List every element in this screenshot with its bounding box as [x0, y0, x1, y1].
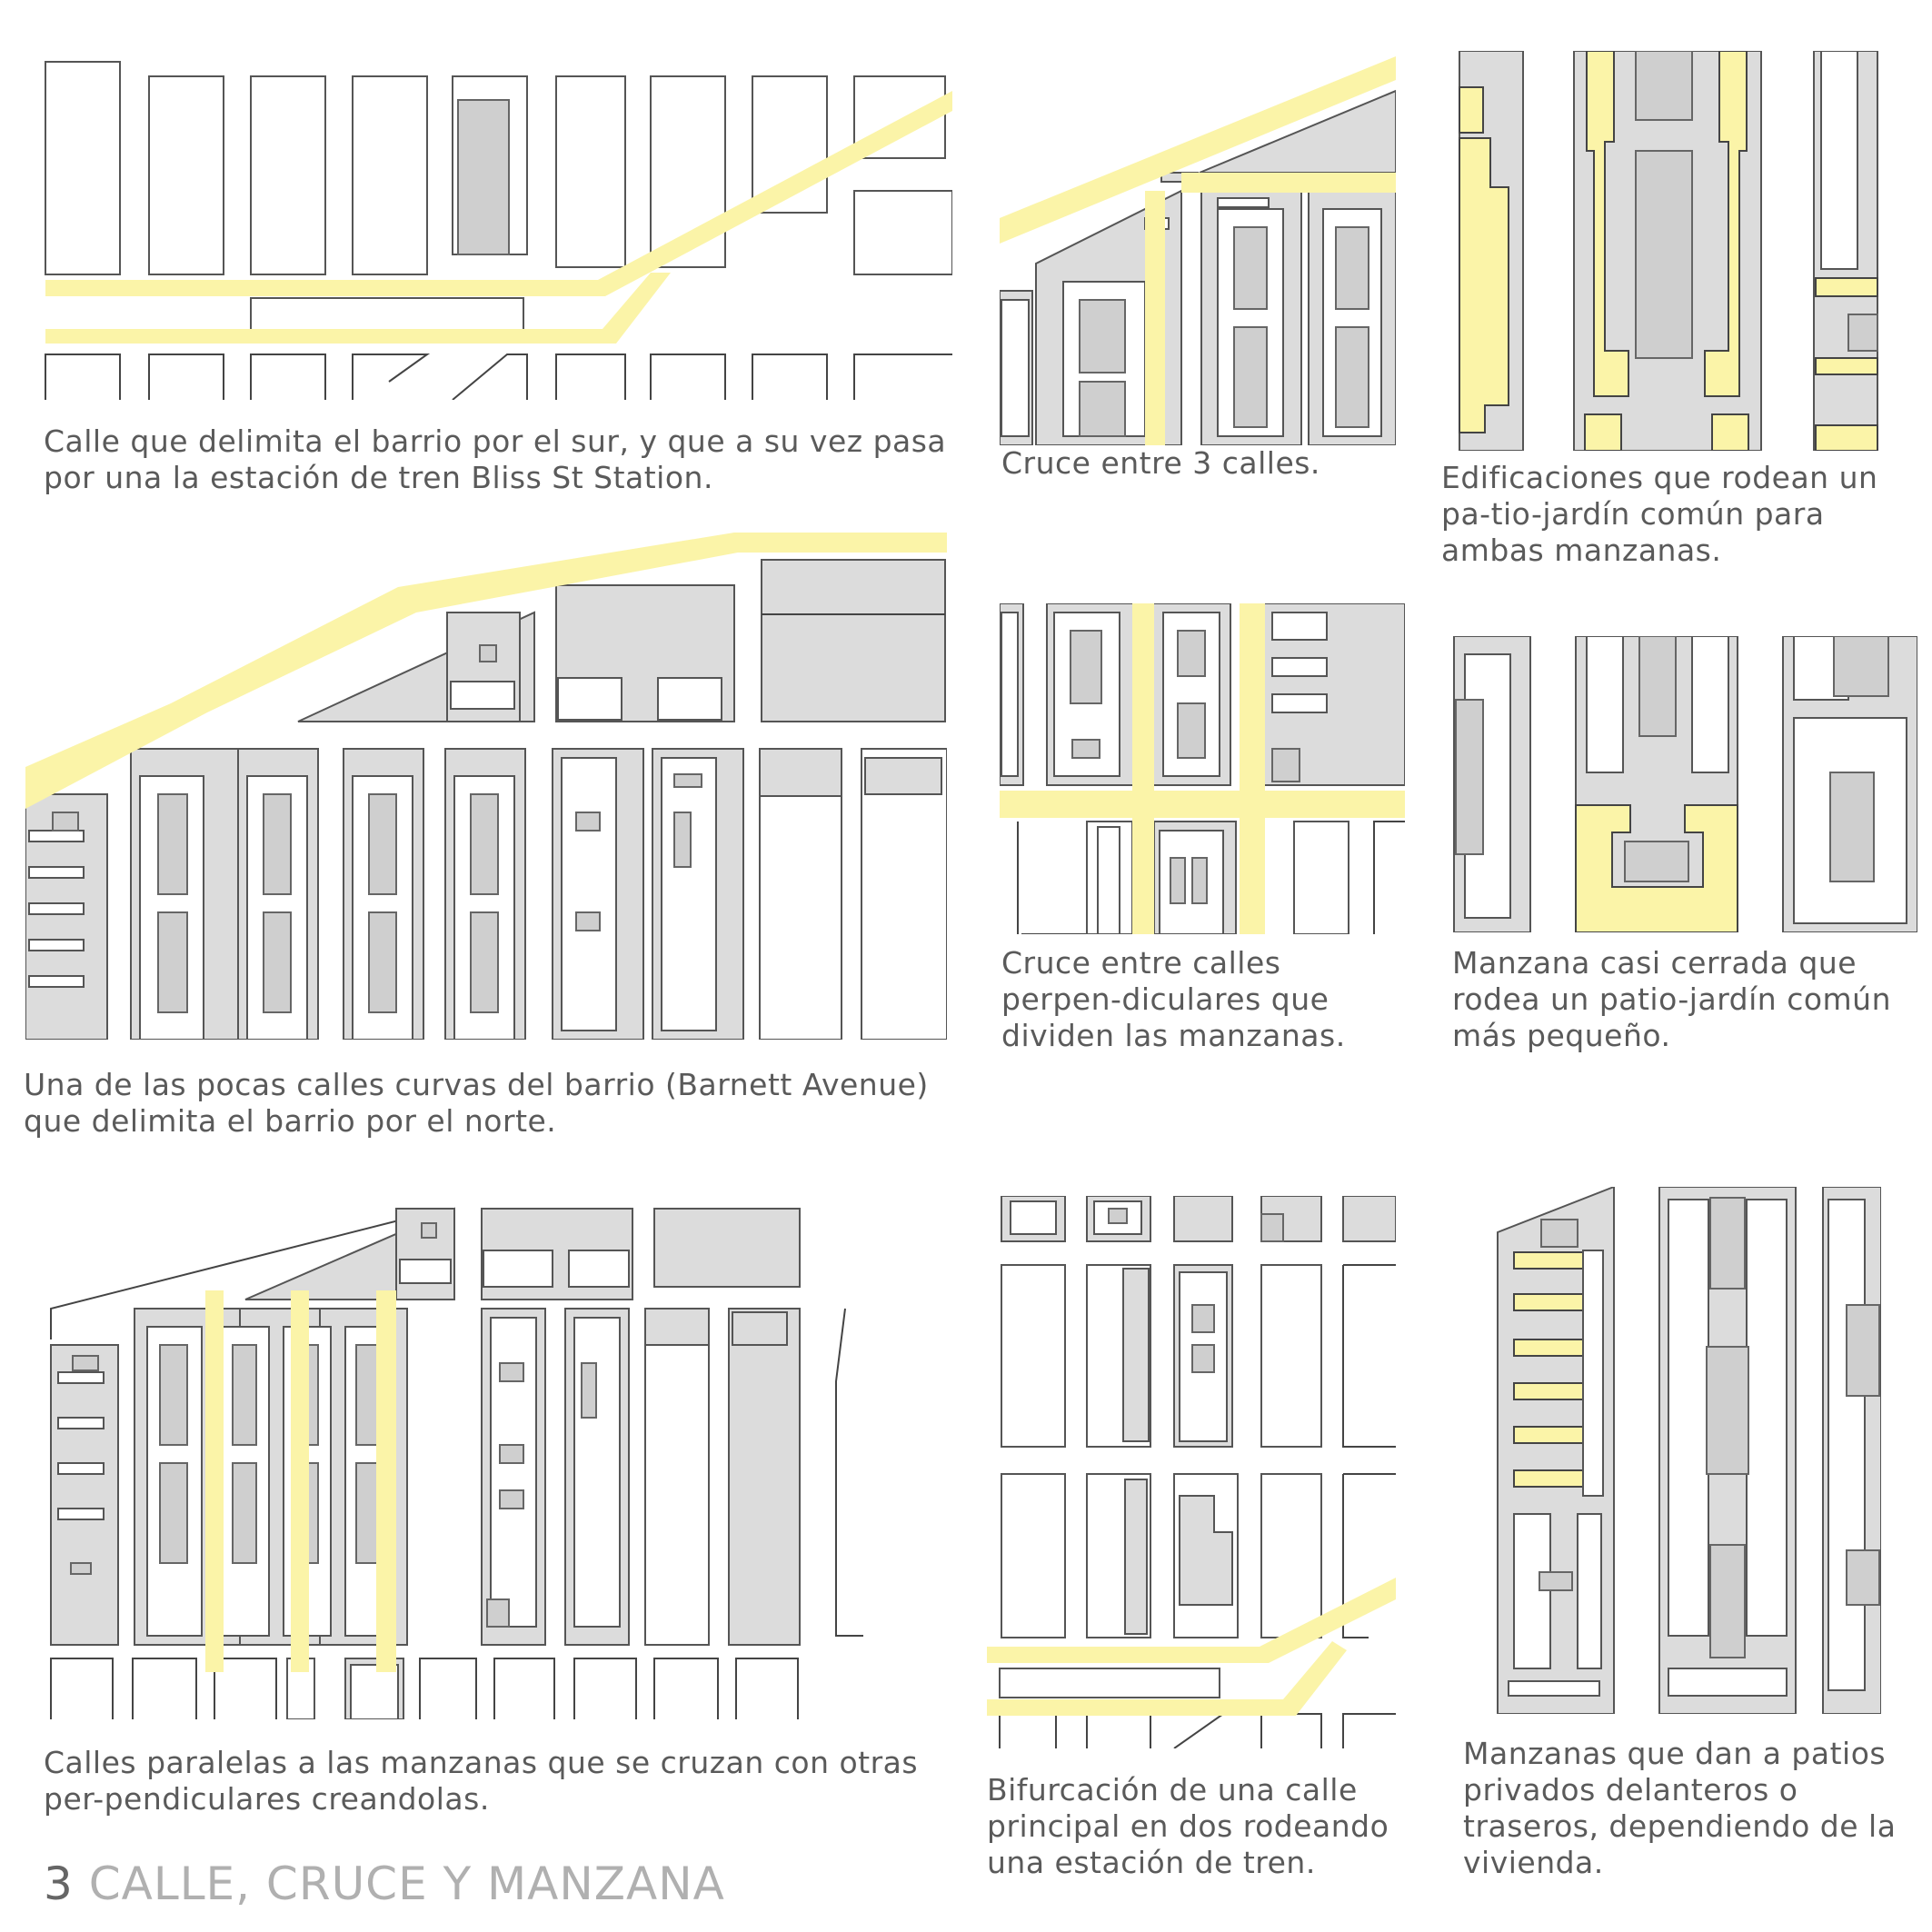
caption-almost-closed-block: Manzana casi cerrada que rodea un patio-…: [1452, 945, 1892, 1053]
section-heading: 3 CALLE, CRUCE Y MANZANA: [44, 1857, 725, 1910]
caption-private-patios: Manzanas que dan a patios privados delan…: [1463, 1736, 1897, 1880]
map-barnett-avenue: [25, 531, 947, 1040]
caption-common-patio: Edificaciones que rodean un pa-tio-jardí…: [1441, 460, 1878, 568]
map-private-patios: [1496, 1187, 1881, 1714]
caption-three-street-crossing: Cruce entre 3 calles.: [1001, 445, 1320, 481]
map-common-patio: [1458, 51, 1879, 451]
map-perpendicular-crossing: [1000, 603, 1405, 934]
caption-bifurcation: Bifurcación de una calle principal en do…: [987, 1772, 1389, 1880]
section-title: CALLE, CRUCE Y MANZANA: [88, 1857, 725, 1910]
map-bifurcation: [987, 1196, 1396, 1748]
caption-perpendicular-crossing: Cruce entre calles perpen-diculares que …: [1001, 945, 1346, 1053]
caption-parallel-streets: Calles paralelas a las manzanas que se c…: [44, 1745, 919, 1817]
map-south-street: [44, 55, 952, 400]
caption-barnett-avenue: Una de las pocas calles curvas del barri…: [24, 1067, 929, 1139]
caption-south-street: Calle que delimita el barrio por el sur,…: [44, 423, 947, 495]
section-number: 3: [44, 1857, 74, 1910]
map-parallel-streets: [45, 1200, 863, 1719]
map-three-street-crossing: [1000, 55, 1396, 445]
map-almost-closed-block: [1452, 636, 1917, 932]
